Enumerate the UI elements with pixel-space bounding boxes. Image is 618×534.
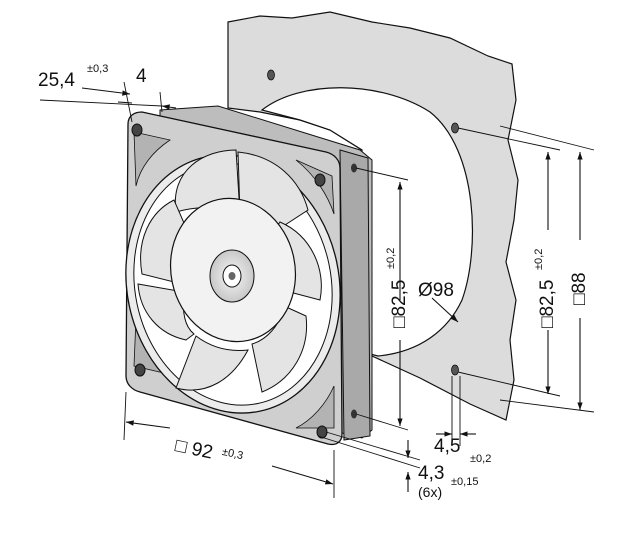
mount-hole-fan-count: (6x)	[418, 484, 442, 500]
panel-hole-top-left	[267, 69, 275, 81]
fan-hub	[169, 197, 297, 343]
flange-value: 4	[136, 66, 147, 87]
dim-panel-cutout-size: □88	[499, 125, 595, 413]
dim-mount-hole-panel: 4,5 ±0,2	[434, 376, 491, 465]
panel-hole-spacing-label: □82,5	[537, 280, 558, 328]
fan-hole-top-left	[131, 123, 143, 137]
depth-value: 25,4	[38, 70, 75, 91]
frame-width-label: □ 92	[173, 435, 214, 463]
dim-fan-hole-spacing: □82,5 ±0,2	[355, 167, 410, 431]
mount-hole-panel-tolerance: ±0,2	[470, 453, 491, 465]
dim-panel-hole-spacing: □82,5 ±0,2	[457, 127, 561, 397]
depth-tolerance: ±0,3	[87, 63, 108, 75]
fan-hole-rear-right-top	[351, 163, 357, 173]
panel-hole-top-right	[451, 122, 459, 134]
cutout-diameter-label: Ø98	[418, 280, 454, 301]
frame-width-tolerance: ±0,3	[221, 446, 244, 462]
fan-hole-top-right	[314, 173, 326, 187]
dim-depth: 25,4 ±0,3 4	[38, 63, 177, 123]
mount-hole-panel-value: 4,5	[434, 436, 460, 457]
panel-hole-bottom-right	[451, 364, 459, 376]
dim-mount-hole-fan: 4,3 ±0,15 (6x)	[317, 431, 478, 500]
dim-cutout-diameter: Ø98	[418, 280, 459, 323]
panel-cutout-size-label: □88	[569, 272, 590, 305]
fan-hole-spacing-label: □82,5	[389, 280, 410, 328]
fan-hole-spacing-tolerance: ±0,2	[385, 248, 397, 269]
dim-frame-width: □ 92 ±0,3	[123, 391, 335, 498]
fan-hole-rear-right-bottom	[351, 409, 357, 419]
fan-hole-bottom-left	[134, 363, 146, 377]
mount-hole-fan-tolerance: ±0,15	[451, 476, 478, 488]
mount-hole-fan-value: 4,3	[418, 463, 444, 484]
panel-hole-spacing-tolerance: ±0,2	[533, 249, 545, 270]
